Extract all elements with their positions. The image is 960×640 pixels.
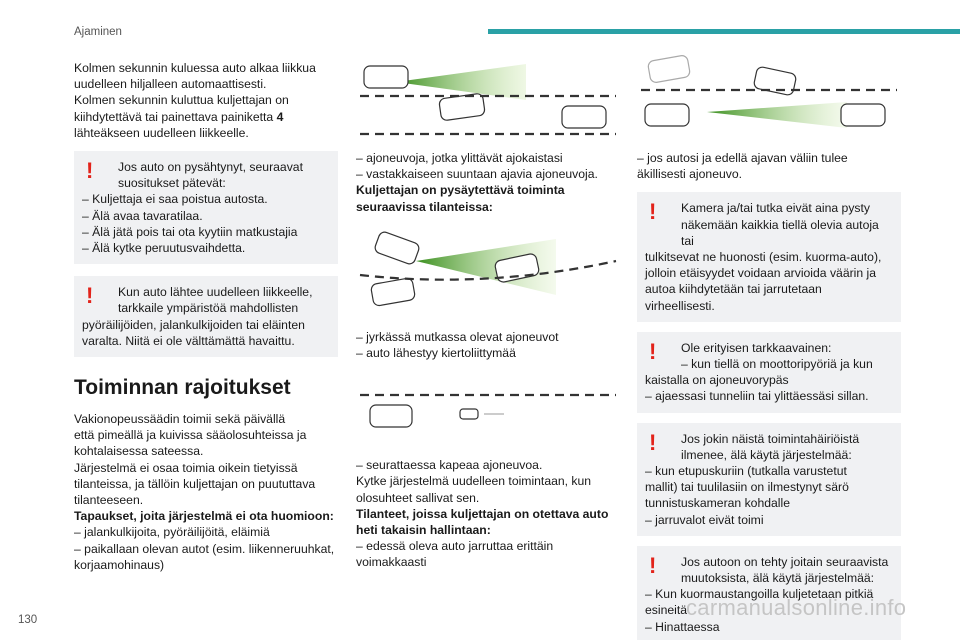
- intro-paragraph: Kolmen sekunnin kuluessa auto alkaa liik…: [74, 60, 338, 141]
- running-header: Ajaminen: [74, 26, 122, 38]
- notice-camera-radar: ! Kamera ja/tai tutka eivät aina pysty n…: [637, 192, 901, 322]
- notice-modifications: ! Jos autoon on tehty joitain seuraavist…: [637, 545, 901, 640]
- intro-line-button-ref: kiihdytettävä tai painettava painiketta …: [74, 109, 284, 124]
- page-number: 130: [18, 614, 38, 626]
- header-accent-bar: [488, 29, 960, 34]
- bend-list: – jyrkässä mutkassa olevat ajoneuvot – a…: [356, 329, 559, 361]
- column-3: – jos autosi ja edellä ajavan väliin tul…: [637, 50, 901, 640]
- warning-icon: !: [649, 338, 657, 364]
- cut-in-text: – jos autosi ja edellä ajavan väliin tul…: [637, 151, 848, 182]
- column-1: Kolmen sekunnin kuluessa auto alkaa liik…: [74, 60, 338, 573]
- notice-stopped: ! Jos auto on pysähtynyt, seuraavat suos…: [74, 151, 338, 265]
- section-title: Toiminnan rajoitukset: [74, 376, 291, 400]
- limitations-body: Vakionopeussäädin toimii sekä päivällä e…: [74, 411, 338, 573]
- watermark: carmanualsonline.info: [686, 595, 907, 620]
- narrow-vehicle-text: – seurattaessa kapeaa ajoneuvoa. Kytke j…: [356, 458, 609, 570]
- warning-icon: !: [649, 552, 657, 578]
- illustration-sudden-cut-in: [641, 55, 897, 128]
- warning-icon: !: [649, 429, 657, 455]
- column-2: – ajoneuvoja, jotka ylittävät ajokaistas…: [356, 60, 620, 571]
- not-detected-heading: Tapaukset, joita järjestelmä ei ota huom…: [74, 509, 334, 524]
- warning-icon: !: [86, 158, 94, 184]
- notice-attentive: ! Ole erityisen tarkkaavainen: – kun tie…: [637, 331, 901, 413]
- illustration-sharp-bend: [359, 231, 617, 306]
- notice-restart: ! Kun auto lähtee uudelleen liikkeelle, …: [74, 276, 338, 358]
- illustration-lane-change: [360, 64, 616, 136]
- warning-icon: !: [649, 199, 657, 225]
- notice-malfunction: ! Jos jokin näistä toimintahäiriöistä il…: [637, 422, 901, 536]
- warning-icon: !: [86, 283, 94, 309]
- illustration-narrow-vehicle: [360, 394, 616, 428]
- cut-in-list: – ajoneuvoja, jotka ylittävät ajokaistas…: [356, 151, 598, 214]
